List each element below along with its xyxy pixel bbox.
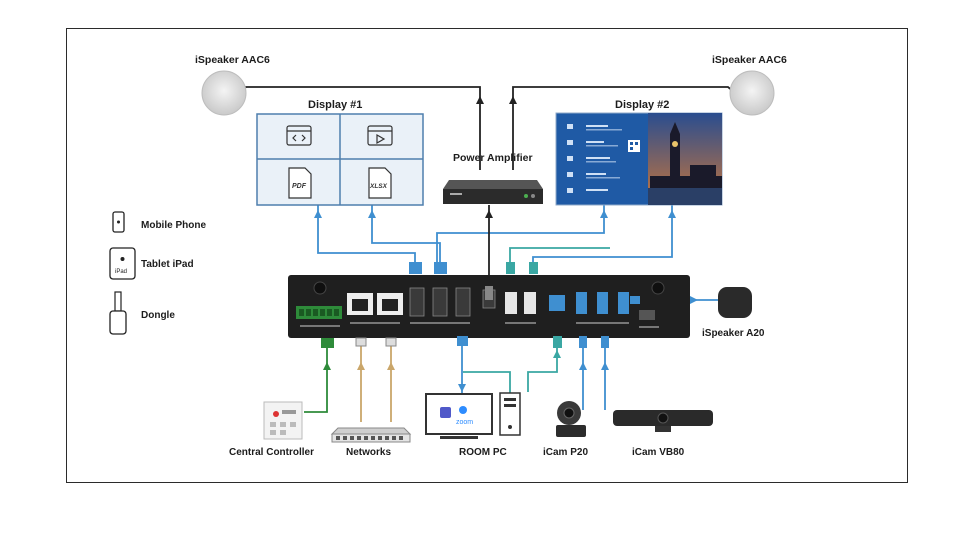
room-pc-label: ROOM PC <box>459 447 507 458</box>
network-switch-icon <box>330 427 412 435</box>
pdf-file-icon: PDF <box>288 167 312 199</box>
diagram-frame <box>66 28 908 483</box>
networks: Networks <box>330 427 412 458</box>
xlsx-file-label: XLSX <box>369 183 388 190</box>
amplifier-label: Power Amplifier <box>453 152 533 164</box>
big-ben-illustration <box>650 122 722 188</box>
central-hub <box>288 275 690 338</box>
tablet-icon <box>109 247 136 280</box>
dongle-icon <box>114 291 122 312</box>
icam-p20: iCam P20 <box>543 401 588 458</box>
puck-speaker-icon <box>718 287 752 318</box>
tablet-ipad-label: Tablet iPad <box>141 259 194 270</box>
zoom-icon <box>459 406 467 414</box>
speaker-left-label: iSpeaker AAC6 <box>195 54 270 66</box>
pc-tower-icon <box>499 392 521 436</box>
dc-power-port <box>639 310 655 320</box>
hub-connectors <box>321 262 640 348</box>
ispeaker-aac6-left: iSpeaker AAC6 <box>195 54 270 116</box>
display2-cable-a <box>436 205 605 262</box>
tablet-ipad-item: iPad Tablet iPad <box>109 247 194 280</box>
controller-cable <box>304 348 328 413</box>
code-window-icon <box>286 125 312 146</box>
zoom-label: zoom <box>456 419 473 426</box>
display1-label: Display #1 <box>308 99 362 111</box>
usb-c-port <box>549 295 565 311</box>
display1-cable-a <box>317 205 416 262</box>
display2-menu <box>567 124 640 193</box>
icam-p20-label: iCam P20 <box>543 447 588 458</box>
pdf-file-label: PDF <box>292 183 307 190</box>
ceiling-speaker-icon <box>729 70 775 116</box>
central-controller: Central Controller <box>229 401 314 458</box>
mobile-phone-label: Mobile Phone <box>141 220 206 231</box>
usb-ports <box>505 292 536 314</box>
ptz-camera-icon <box>556 425 586 437</box>
usb3-ports <box>576 292 629 314</box>
networks-label: Networks <box>346 447 391 458</box>
display2-cable-b <box>532 205 673 262</box>
monitor-icon <box>425 393 493 435</box>
central-controller-label: Central Controller <box>229 447 314 458</box>
ceiling-speaker-icon <box>201 70 247 116</box>
pc-usb-cable <box>463 371 511 393</box>
dongle-item: Dongle <box>109 291 175 335</box>
dongle-label: Dongle <box>141 310 175 321</box>
room-pc: zoom ROOM PC <box>425 392 521 458</box>
display-1: Display #1 PDF XLSX <box>256 99 424 206</box>
hdmi-ports <box>409 287 471 317</box>
device-legend: Mobile Phone iPad Tablet iPad Dongle <box>109 211 206 335</box>
display-2: Display #2 <box>555 99 723 206</box>
arrowheads <box>314 96 698 392</box>
speaker-right-label: iSpeaker AAC6 <box>712 54 787 66</box>
xlsx-file-icon: XLSX <box>368 167 392 199</box>
ispeaker-a20: iSpeaker A20 <box>702 287 765 339</box>
teams-icon <box>440 407 451 418</box>
icam-vb80: iCam VB80 <box>613 410 713 458</box>
ispeaker-aac6-right: iSpeaker AAC6 <box>712 54 787 116</box>
speaker-a20-label: iSpeaker A20 <box>702 328 765 339</box>
video-play-icon <box>367 125 393 146</box>
display2-usb <box>509 247 610 262</box>
p20-usb-cable <box>527 340 558 392</box>
icam-vb80-label: iCam VB80 <box>632 447 685 458</box>
power-amplifier: Power Amplifier <box>443 152 543 204</box>
ipad-icon-text: iPad <box>115 269 127 275</box>
display1-cable-b <box>371 205 441 262</box>
mobile-phone-item: Mobile Phone <box>112 211 206 233</box>
display2-label: Display #2 <box>615 99 669 111</box>
